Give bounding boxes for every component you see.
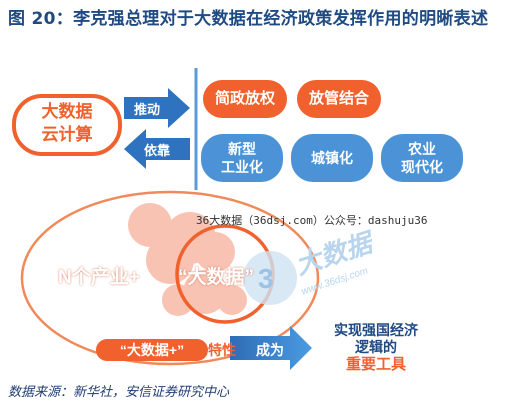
figure-title: 图 20：李克强总理对于大数据在经济政策发挥作用的明晰表述 [8, 9, 489, 29]
watermark-logo-circle [243, 251, 297, 305]
modernization-pill-2: 农业 现代化 [381, 134, 463, 182]
feature-label: 特性 [208, 342, 236, 358]
n-industries-label: N个产业+ [58, 267, 140, 288]
modernization-pill-0: 新型 工业化 [201, 134, 283, 182]
modernization-2-line2: 现代化 [401, 159, 443, 175]
cloud-blobs [128, 203, 247, 316]
goal-line2: 逻辑的 [355, 339, 397, 355]
rely-arrow [124, 129, 190, 169]
watermark-text: 36大数据（36dsj.com）公众号：dashuju36 [196, 214, 428, 227]
left-box-line2: 云计算 [41, 125, 93, 144]
become-arrow [230, 326, 312, 370]
goal-line1: 实现强国经济 [334, 322, 418, 338]
watermark-logo-number: 3 [258, 263, 274, 294]
left-box-line1: 大数据 [41, 102, 93, 121]
policy-pill-1: 放管结合 [297, 80, 381, 118]
big-data-cloud-box [12, 94, 122, 156]
big-data-plus-pill: “大数据+” [96, 339, 208, 361]
modernization-0-line2: 工业化 [221, 159, 263, 175]
modernization-0-line1: 新型 [228, 141, 256, 157]
rely-label: 依靠 [144, 143, 171, 158]
modernization-pill-1: 城镇化 [291, 134, 373, 182]
big-data-quote-label: “大数据” [178, 267, 255, 288]
big-data-cloud-label: 大数据 云计算 [14, 100, 120, 146]
goal-text: 实现强国经济 逻辑的 重要工具 [320, 322, 432, 373]
source-note: 数据来源：新华社，安信证券研究中心 [8, 385, 230, 400]
goal-line3: 重要工具 [345, 356, 406, 373]
modernization-2-line1: 农业 [408, 141, 436, 157]
become-label: 成为 [256, 342, 284, 358]
push-arrow [124, 88, 190, 128]
push-label: 推动 [134, 102, 161, 117]
big-circle [20, 190, 320, 366]
policy-pill-0: 简政放权 [203, 80, 287, 118]
